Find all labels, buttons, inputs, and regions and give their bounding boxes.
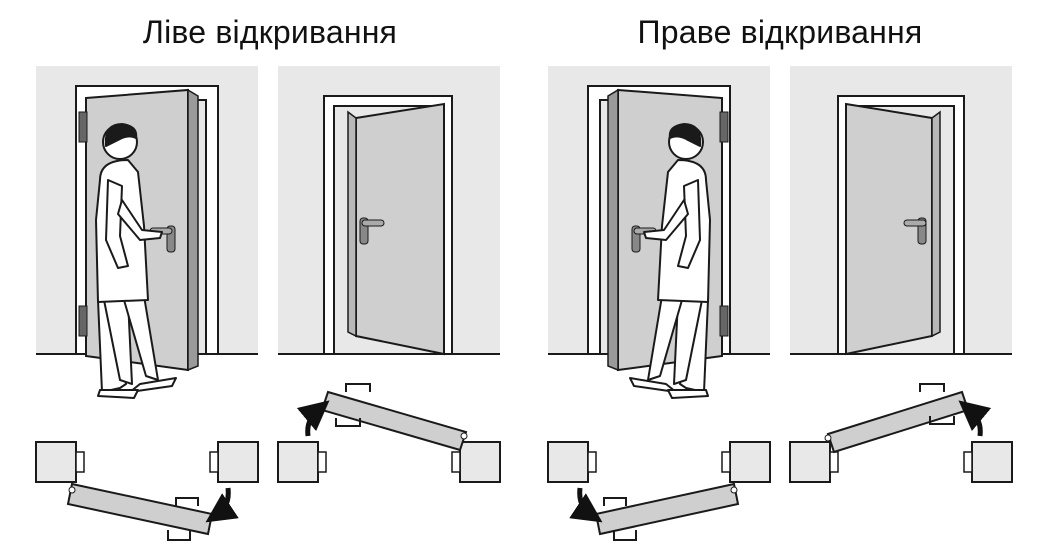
left-opening-plan-push (35, 441, 259, 541)
left-opening-plan-pull (277, 383, 501, 483)
hinge-icon (78, 305, 88, 337)
hinge-icon (719, 305, 729, 337)
door-leaf (355, 102, 445, 356)
left-opening-pull-panel (278, 66, 500, 356)
left-opening-title: Ліве відкривання (142, 14, 398, 50)
right-opening-plan-pull (789, 383, 1013, 483)
right-opening-pull-panel (790, 66, 1012, 356)
right-opening-plan-push (547, 441, 771, 541)
pull-arrow-icon (958, 400, 992, 437)
person-icon (95, 123, 177, 399)
person-icon (629, 123, 711, 399)
right-opening-title: Праве відкривання (637, 14, 923, 50)
hinge-icon (78, 111, 88, 143)
push-arrow-icon (205, 487, 239, 523)
right-opening-person-panel (548, 66, 770, 399)
pull-arrow-icon (296, 400, 330, 437)
hinge-icon (719, 111, 729, 143)
left-opening-person-panel (36, 66, 258, 399)
push-arrow-icon (569, 487, 603, 523)
